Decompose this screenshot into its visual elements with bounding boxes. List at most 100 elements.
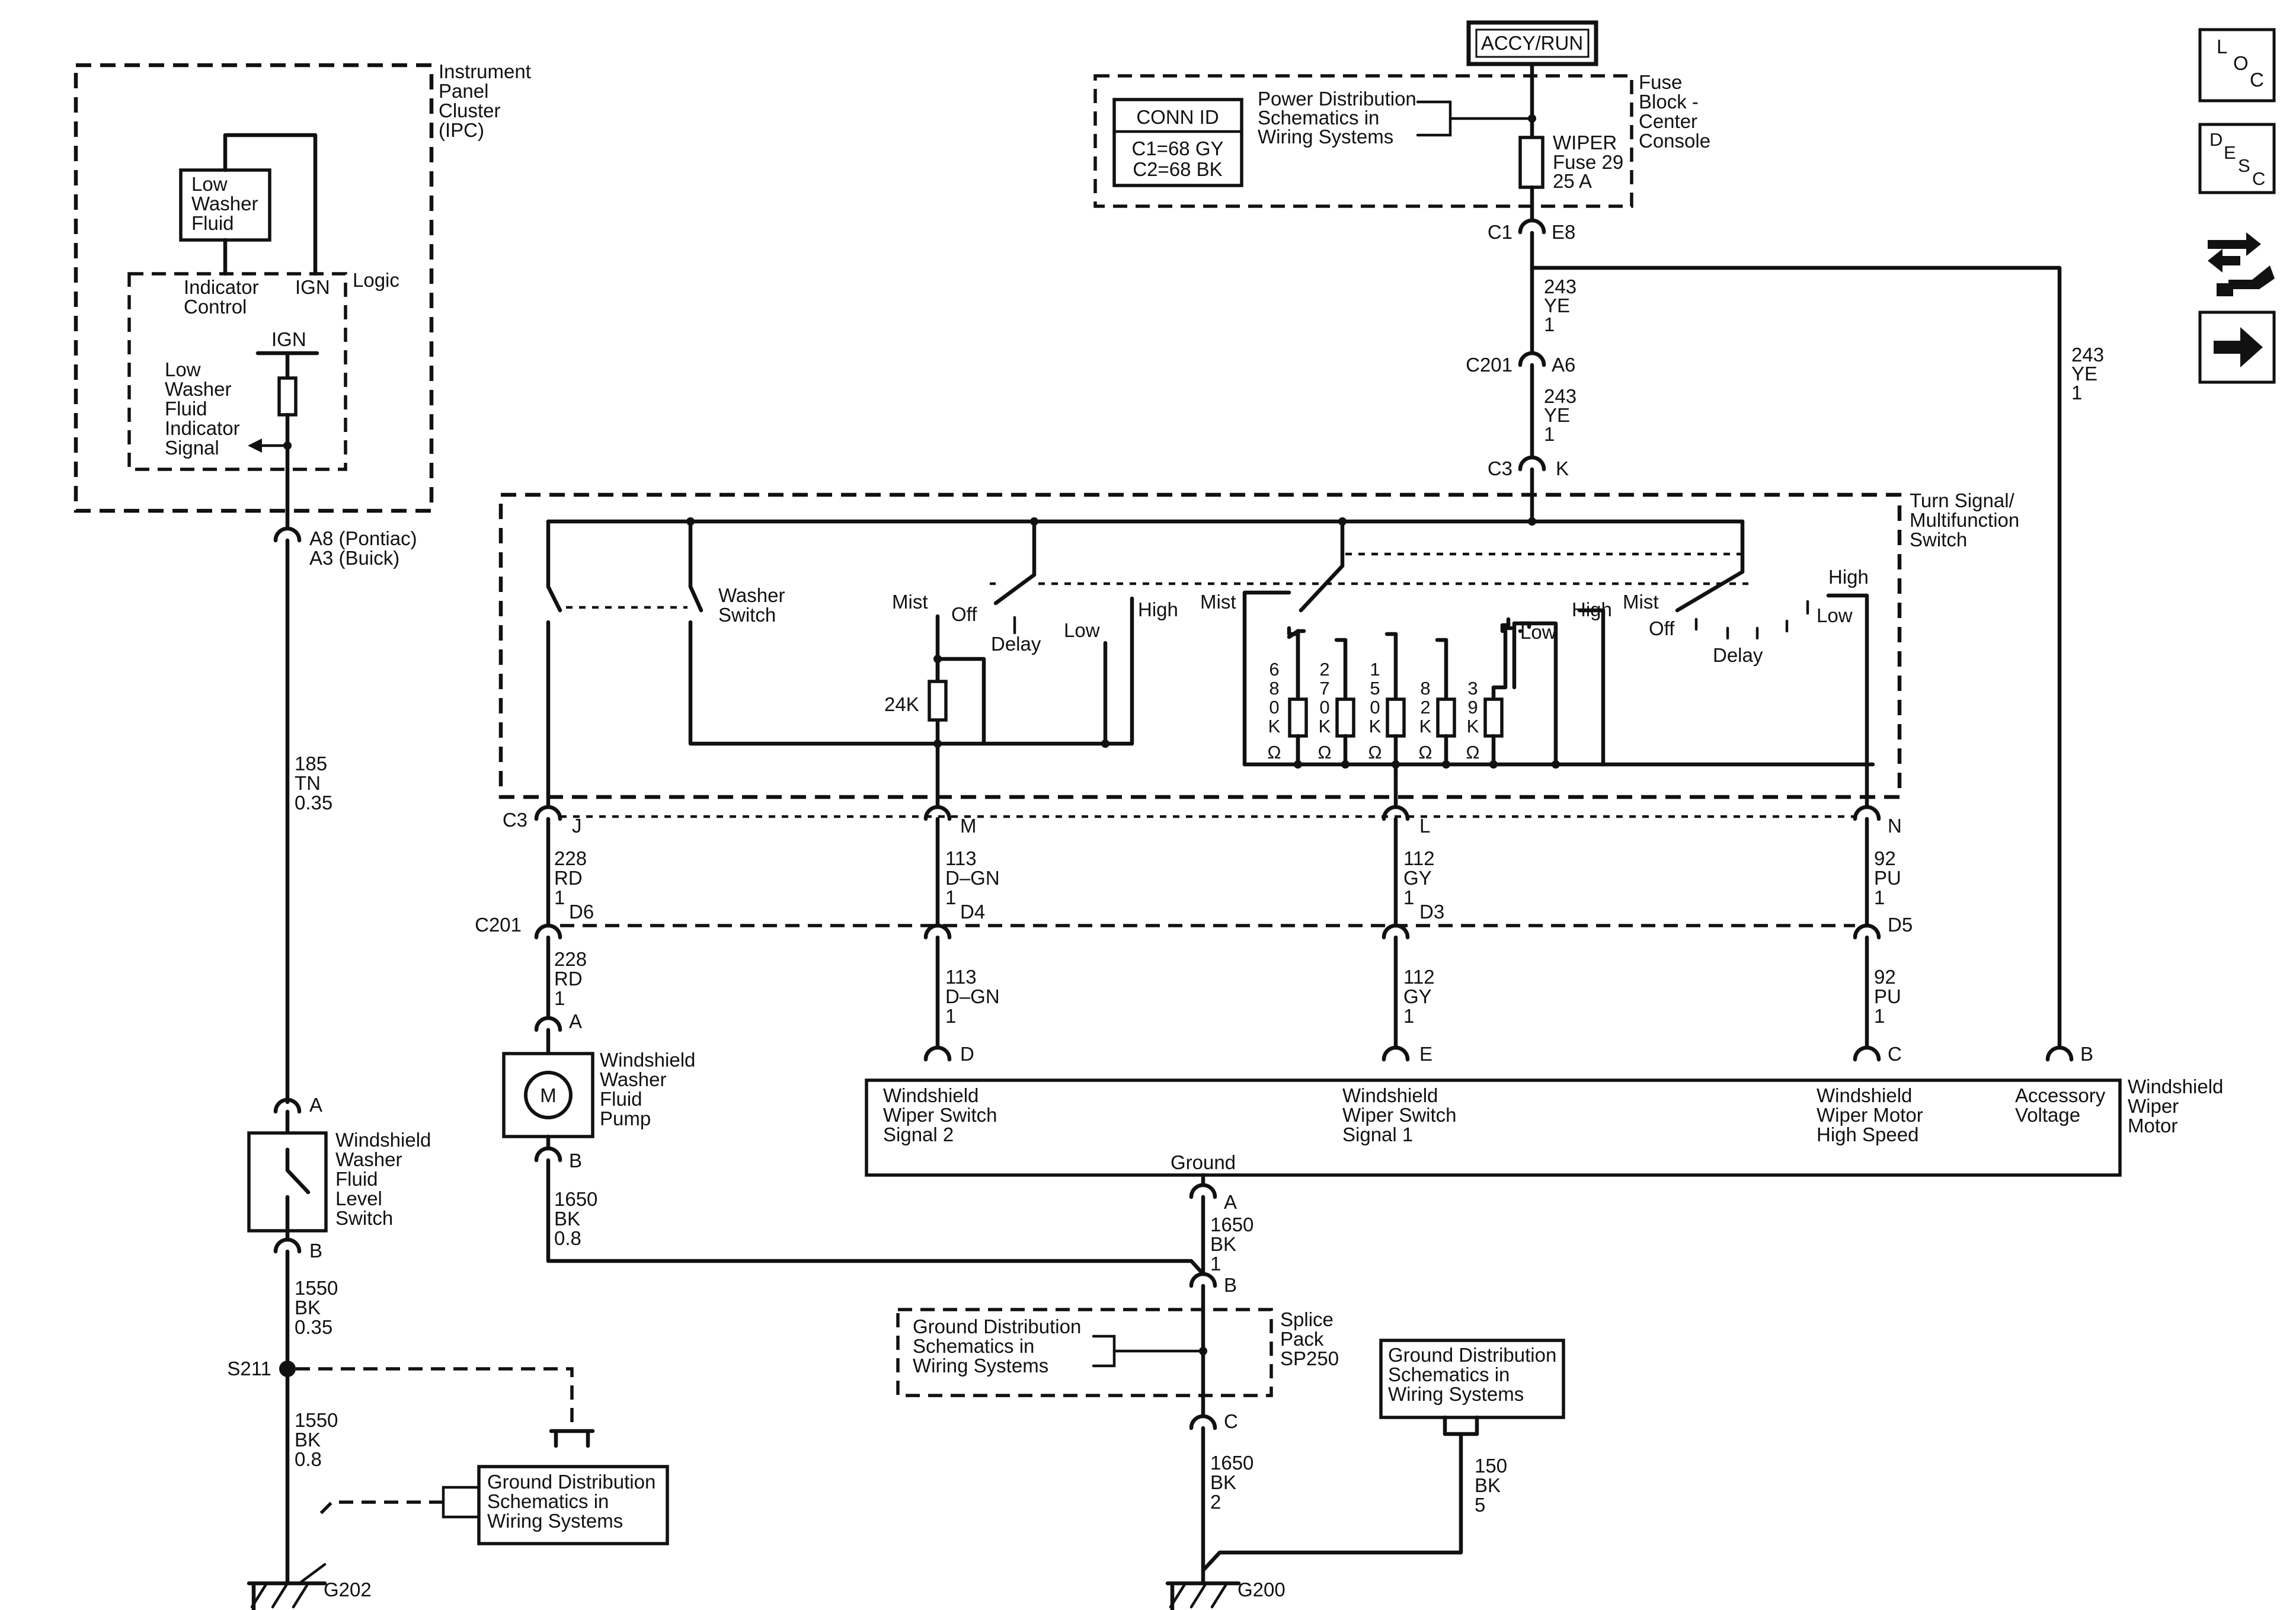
delay-1-label: Delay bbox=[991, 633, 1041, 655]
wire-112-b-color: GY bbox=[1403, 985, 1432, 1007]
wire-243-c-size: 1 bbox=[2071, 382, 2082, 404]
washer-switch-label-2: Switch bbox=[718, 604, 776, 626]
wire-113-b-size: 1 bbox=[945, 1005, 956, 1027]
low-1-label: Low bbox=[1064, 619, 1100, 641]
desc-letter-c: C bbox=[2252, 168, 2265, 189]
connector-tools-icon[interactable] bbox=[2208, 232, 2275, 296]
svg-text:2: 2 bbox=[1319, 659, 1329, 680]
signal-text-3: Fluid bbox=[165, 398, 207, 420]
off-1-label: Off bbox=[951, 603, 977, 625]
wiper-fuse-29: WIPER Fuse 29 25 A bbox=[1518, 132, 1623, 192]
level-switch-text-1: Windshield bbox=[335, 1129, 431, 1151]
loc-icon[interactable]: L O C bbox=[2198, 28, 2276, 103]
wire-228-a-color: RD bbox=[554, 867, 583, 889]
motor-title-3: Motor bbox=[2128, 1115, 2177, 1137]
wire-150-color: BK bbox=[1475, 1474, 1501, 1496]
fuse-rating: 25 A bbox=[1553, 170, 1592, 192]
fuse-block-title-3: Center bbox=[1639, 110, 1697, 132]
wire-113-a-circuit: 113 bbox=[945, 847, 977, 869]
resistor-680k-label: 6 8 0 K Ω bbox=[1267, 659, 1281, 763]
conn-id-c1: C1=68 GY bbox=[1131, 137, 1223, 159]
conn-motor-b: B bbox=[2080, 1043, 2093, 1065]
wire-112-b-circuit: 112 bbox=[1403, 966, 1435, 988]
wire-228-a-size: 1 bbox=[554, 886, 565, 908]
level-switch-text-5: Switch bbox=[335, 1207, 393, 1229]
conn-d3: D3 bbox=[1419, 901, 1444, 923]
level-switch-text-3: Fluid bbox=[335, 1168, 378, 1190]
wire-112-a-circuit: 112 bbox=[1403, 847, 1435, 869]
conn-a3-buick: A3 (Buick) bbox=[309, 547, 399, 569]
fuse-block-center-console: Fuse Block - Center Console CONN ID C1=6… bbox=[1093, 71, 1710, 208]
motor-acc-2: Voltage bbox=[2015, 1104, 2080, 1126]
wire-92-b-size: 1 bbox=[1874, 1005, 1885, 1027]
splice-pack-sp250: Ground Distribution Schematics in Wiring… bbox=[896, 1308, 1339, 1397]
conn-level-b: B bbox=[309, 1240, 322, 1262]
conn-n: N bbox=[1888, 815, 1902, 837]
desc-letter-d: D bbox=[2209, 129, 2223, 150]
wire-1650-b-size: 1 bbox=[1210, 1253, 1221, 1275]
conn-motor-d: D bbox=[960, 1043, 974, 1065]
turn-signal-multifunction-switch: Turn Signal/ Multifunction Switch Washer… bbox=[498, 489, 2019, 809]
power-ref-line-3: Wiring Systems bbox=[1258, 126, 1393, 148]
desc-letter-s: S bbox=[2238, 155, 2250, 176]
splice-label-3: SP250 bbox=[1280, 1347, 1339, 1369]
loc-letter-c: C bbox=[2250, 69, 2264, 91]
desc-icon[interactable]: D E S C bbox=[2198, 123, 2276, 194]
mfs-title-3: Switch bbox=[1910, 529, 1967, 550]
high-3-label: High bbox=[1828, 566, 1869, 588]
power-ref-line-1: Power Distribution bbox=[1258, 88, 1416, 110]
mfs-title-2: Multifunction bbox=[1910, 509, 2019, 531]
motor-high-2: Wiper Motor bbox=[1817, 1104, 1923, 1126]
low-washer-fluid-lamp: Low Washer Fluid bbox=[179, 168, 271, 242]
ipc-title-2: Panel bbox=[439, 80, 488, 102]
conn-l: L bbox=[1419, 815, 1430, 837]
wire-243-b-size: 1 bbox=[1544, 423, 1555, 445]
desc-letter-e: E bbox=[2224, 142, 2236, 163]
motor-sig1-2: Wiper Switch bbox=[1342, 1104, 1457, 1126]
wire-112-a-size: 1 bbox=[1403, 886, 1414, 908]
ground-g200-label: G200 bbox=[1237, 1579, 1285, 1601]
pump-label-3: Fluid bbox=[600, 1088, 642, 1110]
lamp-text-3: Fluid bbox=[191, 212, 234, 234]
conn-k: K bbox=[1556, 457, 1569, 479]
svg-text:K: K bbox=[1268, 716, 1281, 737]
conn-d5: D5 bbox=[1888, 914, 1913, 936]
high-1-label: High bbox=[1138, 598, 1178, 620]
fuse-number: Fuse 29 bbox=[1553, 151, 1623, 173]
conn-id-c2: C2=68 BK bbox=[1133, 158, 1222, 180]
splice-ref-2: Schematics in bbox=[913, 1335, 1034, 1357]
wire-113-b-circuit: 113 bbox=[945, 966, 977, 988]
res-24k-label: 24K bbox=[884, 693, 919, 715]
mist-3-label: Mist bbox=[1623, 591, 1659, 613]
conn-a8-pontiac: A8 (Pontiac) bbox=[309, 527, 417, 549]
wire-243-a-circuit: 243 bbox=[1544, 276, 1576, 297]
wire-92-b-color: PU bbox=[1874, 985, 1901, 1007]
svg-text:7: 7 bbox=[1319, 678, 1329, 699]
splice-label-1: Splice bbox=[1280, 1308, 1334, 1330]
wire-112-a-color: GY bbox=[1403, 867, 1432, 889]
ground-g202-label: G202 bbox=[324, 1579, 372, 1601]
svg-text:Ω: Ω bbox=[1418, 742, 1432, 763]
gnd-ref-right-1: Ground Distribution bbox=[1388, 1344, 1556, 1366]
splice-ref-3: Wiring Systems bbox=[913, 1355, 1048, 1377]
splice-ref-1: Ground Distribution bbox=[913, 1315, 1081, 1337]
conn-pump-b: B bbox=[569, 1150, 582, 1172]
motor-sig2-2: Wiper Switch bbox=[883, 1104, 997, 1126]
svg-text:9: 9 bbox=[1467, 697, 1478, 718]
wire-228-b-color: RD bbox=[554, 968, 583, 990]
lamp-text-2: Washer bbox=[191, 193, 258, 215]
motor-sig2-1: Windshield bbox=[883, 1084, 978, 1106]
power-ref-line-2: Schematics in bbox=[1258, 107, 1379, 129]
wire-92-a-circuit: 92 bbox=[1874, 847, 1896, 869]
wire-1550-a-circuit: 1550 bbox=[295, 1277, 338, 1299]
ign-res-label: IGN bbox=[271, 328, 306, 350]
svg-text:K: K bbox=[1467, 716, 1479, 737]
svg-text:2: 2 bbox=[1420, 697, 1430, 718]
fuse-block-title-2: Block - bbox=[1639, 91, 1699, 113]
wire-1650-b-color: BK bbox=[1210, 1233, 1236, 1255]
motor-sig2-3: Signal 2 bbox=[883, 1124, 954, 1145]
next-arrow-icon[interactable] bbox=[2198, 311, 2276, 384]
wire-113-b-color: D–GN bbox=[945, 985, 1000, 1007]
wire-92-a-color: PU bbox=[1874, 867, 1901, 889]
